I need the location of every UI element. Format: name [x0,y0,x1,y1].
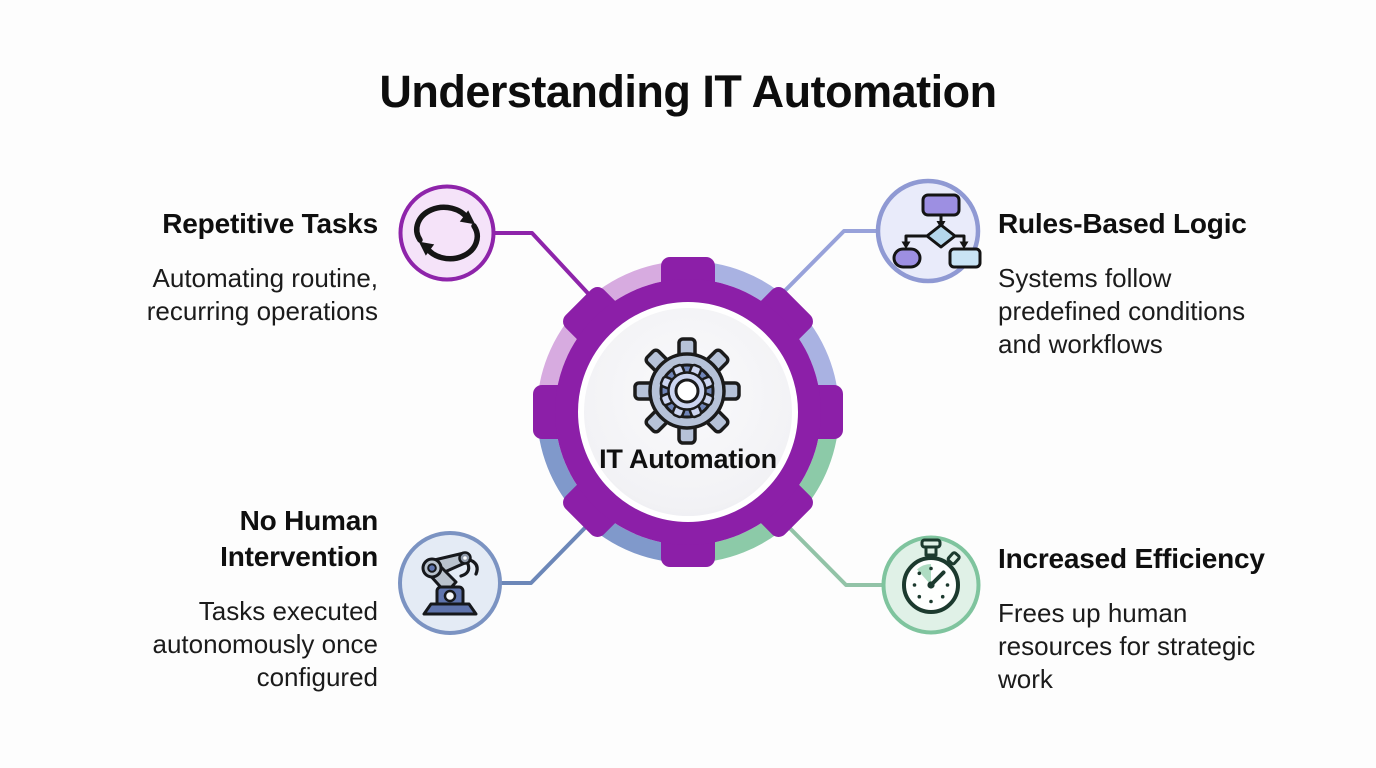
text-line: Intervention [220,541,378,572]
text-line: Rules-Based Logic [998,208,1247,239]
node-circle-bottom-right [881,535,981,635]
robot-arm-icon [421,551,479,616]
text-line: predefined conditions [998,296,1246,326]
node-bottom-right: Increased Efficiency Frees up human reso… [998,541,1308,696]
text-line: autonomously once [152,629,378,659]
node-circle-top-left [398,184,496,282]
node-title: Rules-Based Logic [998,206,1298,242]
text-line: Increased Efficiency [998,543,1265,574]
text-line: No Human [239,505,379,536]
node-description: Tasks executed autonomously once configu… [60,595,378,694]
gear-icon [633,337,741,445]
flowchart-icon [892,193,982,269]
node-top-right: Rules-Based Logic Systems follow predefi… [998,206,1298,361]
node-description: Automating routine, recurring operations [60,262,378,328]
node-description: Frees up human resources for strategic w… [998,597,1308,696]
text-line: Frees up human [998,598,1188,628]
stopwatch-icon [902,538,961,614]
node-top-left: Repetitive Tasks Automating routine, rec… [60,206,378,328]
text-line: Tasks executed [198,596,378,626]
text-line: Repetitive Tasks [162,208,378,239]
page-title: Understanding IT Automation [379,66,997,117]
node-title: Repetitive Tasks [60,206,378,242]
hub-label: IT Automation [599,444,777,474]
text-line: recurring operations [146,296,378,326]
node-circle-top-right [875,178,982,284]
text-line: Automating routine, [152,263,378,293]
node-circle-bottom-left [398,531,502,635]
node-bottom-left: No Human Intervention Tasks executed aut… [60,503,379,694]
node-description: Systems follow predefined conditions and… [998,262,1298,361]
text-line: and workflows [998,329,1163,359]
node-title: Increased Efficiency [998,541,1308,577]
text-line: resources for strategic [998,631,1256,661]
refresh-cycle-icon [414,204,480,262]
text-line: configured [256,662,378,692]
node-title: No Human Intervention [60,503,378,575]
text-line: work [998,664,1053,694]
text-line: Systems follow [998,263,1172,293]
